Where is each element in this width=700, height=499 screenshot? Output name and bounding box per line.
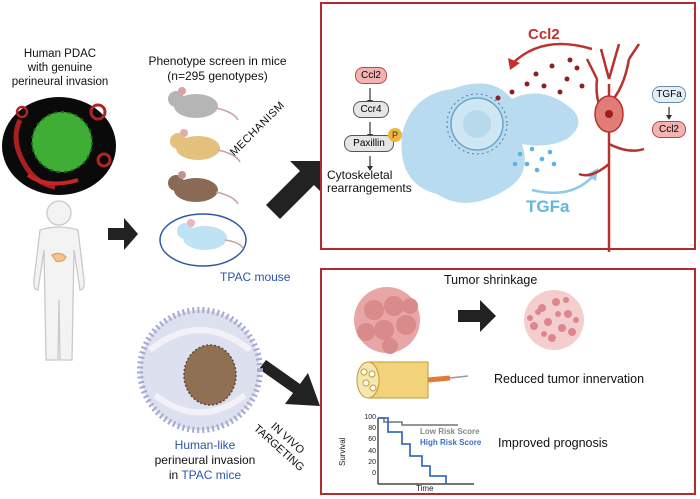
neuron-ccl2-pill: Ccl2	[652, 121, 686, 138]
km-plot	[377, 417, 474, 485]
cytoskeletal-label: Cytoskeletal rearrangements	[327, 168, 412, 195]
mouse-brown-illustration	[168, 171, 239, 205]
tgfa-curved-arrow	[531, 174, 595, 195]
paxillin-pill: Paxillin	[344, 135, 394, 152]
arrow-tumor-shrinkage	[458, 300, 496, 332]
human-body-illustration	[33, 200, 85, 361]
pdac-title: Human PDAC with genuine perineural invas…	[11, 48, 109, 88]
arrow-mechanism	[266, 161, 324, 219]
ccl2-curved-arrow	[511, 42, 593, 65]
ccl2-arrow-label: Ccl2	[528, 26, 560, 43]
mechanism-panel: Ccl2 Ccr4 Paxillin P Cytoskeletal rearra…	[320, 2, 696, 252]
tgfa-dots	[512, 146, 557, 173]
tpac-mouse-label: TPAC mouse	[220, 270, 291, 284]
neuron-illustration	[578, 43, 645, 252]
reduced-innervation-label: Reduced tumor innervation	[494, 372, 645, 386]
arrow-in-vivo	[259, 360, 320, 406]
tgfa-arrow-label: TGFa	[526, 197, 570, 216]
nerve-cylinder-illustration	[356, 361, 469, 399]
tpac-mouse-oval	[159, 213, 247, 267]
phospho-badge: P	[388, 128, 402, 142]
km-high-risk-curve	[378, 417, 447, 484]
tumor-shrinkage-label: Tumor shrinkage	[444, 273, 538, 287]
tumor-cell-illustration	[401, 83, 579, 203]
targeting-panel: Tumor shrinkage Reduced tumor innervatio…	[320, 268, 696, 495]
pdac-histology-image	[2, 97, 116, 195]
nerve-histology-image	[137, 307, 263, 433]
humanlike-invasion-caption: Human-like perineural invasion in TPAC m…	[154, 438, 256, 482]
mouse-grey-illustration	[168, 87, 239, 121]
targeting-graphics	[354, 287, 584, 485]
tumor-shrunk-illustration	[524, 290, 584, 350]
ccl2-dots	[495, 57, 585, 101]
mechanism-graphics	[367, 42, 672, 252]
ccl2-pill: Ccl2	[355, 67, 387, 84]
km-high-risk-label: High Risk Score	[420, 438, 482, 447]
arrow-body-to-mice	[108, 218, 138, 250]
ccr4-pill: Ccr4	[353, 101, 389, 118]
km-yticks: 100 80 60 40 20 0	[364, 414, 376, 478]
improved-prognosis-label: Improved prognosis	[498, 436, 608, 450]
neuron-tgfa-pill: TGFa	[652, 86, 686, 103]
km-ylabel: Survival	[338, 437, 347, 466]
mouse-tan-illustration	[170, 129, 241, 163]
km-xlabel: Time	[416, 484, 434, 493]
km-low-risk-label: Low Risk Score	[420, 427, 480, 436]
phenotype-screen-title: Phenotype screen in mice (n=295 genotype…	[148, 54, 287, 83]
km-low-risk-curve	[378, 417, 458, 426]
mouse-blue-illustration	[177, 219, 244, 250]
tumor-dense-illustration	[354, 287, 420, 354]
